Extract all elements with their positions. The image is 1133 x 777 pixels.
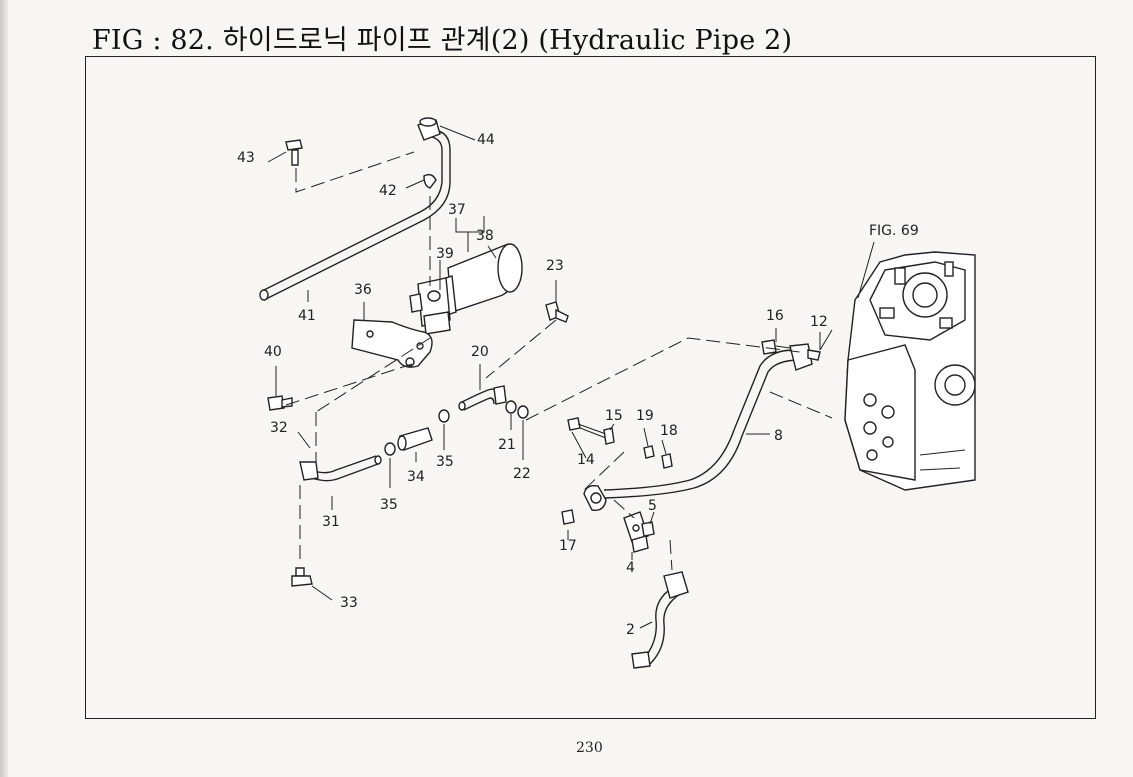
filter-head-39: [409, 277, 451, 335]
callout-31: 31: [322, 514, 340, 530]
washer-15: [603, 427, 615, 445]
callout-21: 21: [498, 437, 516, 453]
clip-42: [423, 173, 437, 189]
pipe-8: [603, 349, 801, 499]
callout-8: 8: [774, 428, 783, 444]
callout-17: 17: [559, 538, 577, 554]
bolt-23: [545, 301, 569, 323]
bolt-14: [567, 417, 607, 439]
callout-37: 37: [448, 202, 466, 218]
clamp-5: [641, 521, 655, 537]
callout-22: 22: [513, 466, 531, 482]
callout-18: 18: [660, 423, 678, 439]
callout-33: 33: [340, 595, 358, 611]
bracket-36: [351, 319, 433, 368]
fitting-44: [417, 117, 441, 141]
callout-12: 12: [810, 314, 828, 330]
callout-16: 16: [766, 308, 784, 324]
washer-18: [661, 453, 673, 469]
bolt-19: [643, 445, 655, 459]
pipe-31: [299, 455, 382, 482]
assembly-lines: [285, 151, 833, 571]
callout-19: 19: [636, 408, 654, 424]
bolt-33: [291, 567, 313, 587]
pipe-41: [259, 129, 451, 301]
callout-32: 32: [270, 420, 288, 436]
callout-34: 34: [407, 469, 425, 485]
callout-35-left: 35: [380, 497, 398, 513]
callout-36: 36: [354, 282, 372, 298]
callout-40: 40: [264, 344, 282, 360]
callout-15: 15: [605, 408, 623, 424]
callout-38: 38: [476, 228, 494, 244]
clamp-35-right: [438, 409, 450, 423]
clamp-35-left: [384, 442, 396, 456]
callout-42: 42: [379, 183, 397, 199]
bracket-4: [623, 511, 649, 553]
bolt-16: [761, 339, 791, 355]
figure-title: FIG : 82. 하이드로닉 파이프 관계(2) (Hydraulic Pip…: [92, 25, 793, 56]
banjo-fitting: [583, 484, 607, 511]
callout-23: 23: [546, 258, 564, 274]
hose-2: [631, 571, 689, 669]
fitting-12: [789, 343, 821, 371]
callout-44: 44: [477, 132, 495, 148]
callout-2: 2: [626, 622, 635, 638]
fig-69-reference: FIG. 69: [869, 223, 919, 239]
washer-21: [505, 400, 517, 414]
callout-20: 20: [471, 344, 489, 360]
bolt-43: [285, 139, 303, 166]
leader-lines: [267, 125, 875, 629]
washer-22: [517, 405, 529, 419]
callout-14: 14: [577, 452, 595, 468]
callout-labels: 43 44 42 37 38 39 41 36 23 40 20 16 12 F…: [237, 132, 919, 638]
bolt-40: [267, 395, 293, 411]
callout-5: 5: [648, 498, 657, 514]
callout-35-right: 35: [436, 454, 454, 470]
bolt-17: [561, 509, 575, 525]
diagram-frame: [85, 56, 1096, 719]
callout-4: 4: [626, 560, 635, 576]
hose-34: [397, 427, 433, 451]
page-number: 230: [576, 740, 603, 756]
scan-edge: [0, 0, 8, 777]
elbow-20: [458, 385, 507, 411]
callout-43: 43: [237, 150, 255, 166]
callout-41: 41: [298, 308, 316, 324]
callout-39: 39: [436, 246, 454, 262]
engine-block: [844, 251, 976, 491]
